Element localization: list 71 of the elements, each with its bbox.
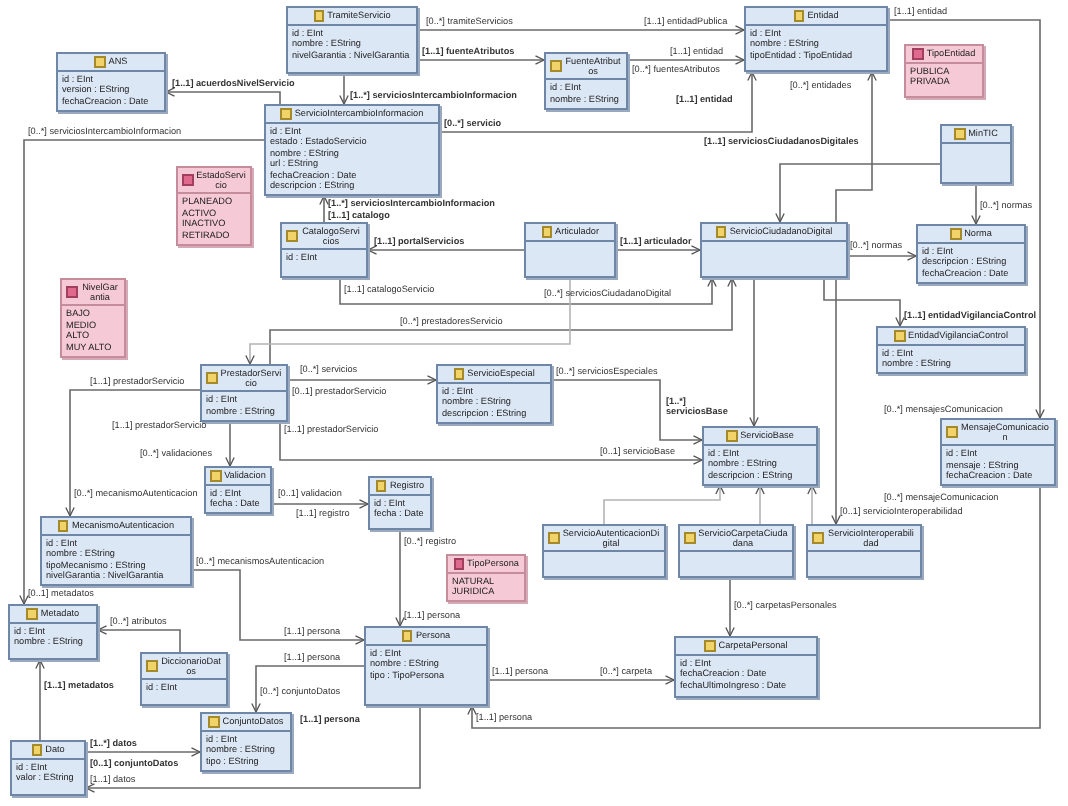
class-box [524, 222, 616, 278]
association-arrow [271, 499, 369, 509]
class-box [916, 224, 1026, 284]
association-arrow [417, 25, 745, 35]
class-box [876, 326, 1026, 375]
association-arrow [85, 705, 421, 793]
generalization-arrow [245, 277, 571, 365]
association-arrow [251, 665, 365, 713]
class-box [264, 104, 440, 196]
class-box [940, 418, 1056, 487]
class-box [806, 524, 922, 578]
class-box [436, 364, 552, 424]
class-box [40, 516, 192, 587]
class-box [200, 712, 292, 772]
association-arrow [725, 577, 735, 637]
association-arrow [467, 485, 1041, 729]
class-box [940, 124, 1012, 184]
association-arrow [615, 245, 701, 255]
association-arrow [395, 529, 405, 627]
class-box [280, 222, 368, 278]
class-box [204, 466, 272, 515]
class-box [542, 524, 666, 578]
class-box [368, 476, 432, 530]
enumeration-box [60, 278, 126, 358]
enumeration-box [904, 44, 984, 98]
association-arrow [35, 659, 45, 741]
generalization-arrow [755, 484, 765, 525]
class-box [286, 6, 418, 74]
association-arrow [165, 87, 281, 105]
association-arrow [339, 73, 349, 105]
association-arrow [225, 420, 235, 467]
association-arrow [191, 569, 365, 645]
association-arrow [831, 277, 841, 525]
association-arrow [97, 625, 181, 653]
association-arrow [749, 277, 759, 427]
association-arrow [551, 379, 703, 445]
association-arrow [887, 19, 1045, 419]
class-box [544, 52, 628, 110]
class-box [702, 426, 818, 486]
association-arrow [971, 183, 981, 225]
association-arrow [439, 71, 757, 133]
association-arrow [65, 389, 201, 517]
association-arrow [823, 277, 905, 327]
association-arrow [627, 55, 745, 65]
class-box [200, 364, 288, 422]
class-box [744, 6, 888, 72]
association-arrow [319, 195, 329, 223]
class-box [674, 636, 818, 698]
association-arrow [835, 71, 877, 223]
association-arrow [287, 375, 437, 385]
class-box [10, 740, 86, 796]
association-arrow [339, 277, 717, 305]
class-box [8, 604, 98, 660]
association-arrow [279, 420, 703, 465]
association-arrow [19, 139, 265, 605]
class-box [140, 652, 228, 706]
generalization-arrow [807, 484, 817, 525]
generalization-arrow [603, 484, 725, 525]
association-arrow [775, 163, 941, 223]
association-arrow [417, 55, 545, 65]
class-box [678, 524, 794, 578]
class-box [364, 626, 488, 706]
class-box [700, 222, 848, 278]
association-arrow [269, 277, 737, 365]
enumeration-box [446, 554, 526, 603]
association-arrow [847, 251, 917, 261]
association-arrow [367, 245, 525, 255]
association-arrow [487, 675, 675, 685]
enumeration-box [176, 166, 252, 246]
association-arrow [85, 747, 201, 757]
class-box [56, 52, 166, 112]
